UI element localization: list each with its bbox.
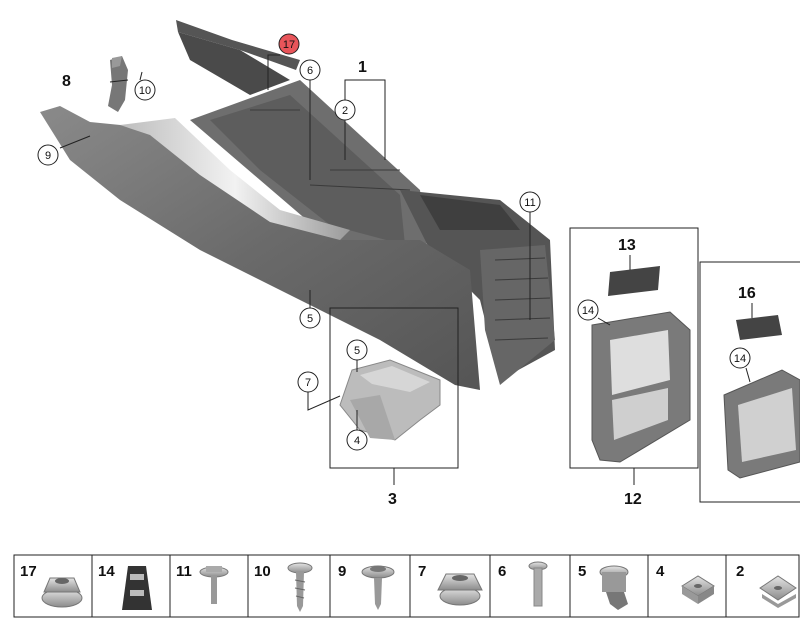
strip-cell-4[interactable]: 4 [656, 563, 715, 604]
trim-panel-part-12 [591, 266, 691, 463]
callout-17-highlight [278, 33, 300, 55]
callout-1[interactable]: 1 [358, 59, 367, 76]
callout-10[interactable]: 10 [134, 79, 156, 101]
washer-screw-icon [361, 565, 395, 610]
svg-text:2: 2 [342, 105, 348, 117]
hex-nut-icon [437, 573, 483, 606]
strip-cell-9[interactable]: 9 [338, 563, 395, 610]
strip-cell-5[interactable]: 5 [578, 563, 629, 610]
svg-text:5: 5 [578, 563, 586, 580]
svg-text:3: 3 [388, 491, 397, 508]
callout-5-console[interactable]: 5 [299, 307, 321, 329]
callout-2[interactable]: 2 [334, 99, 356, 121]
leader-lines [59, 54, 753, 485]
svg-text:9: 9 [45, 150, 51, 162]
svg-text:4: 4 [656, 563, 665, 580]
svg-text:11: 11 [176, 563, 192, 580]
svg-text:17: 17 [20, 563, 37, 580]
svg-text:14: 14 [734, 353, 746, 365]
trim-panel-part-16 [723, 315, 800, 479]
expanding-nut-icon [599, 565, 629, 610]
bracket-part-8 [108, 56, 128, 112]
svg-text:14: 14 [98, 563, 115, 580]
svg-text:5: 5 [307, 313, 313, 325]
callout-12[interactable]: 12 [624, 491, 642, 508]
bolt-icon [528, 561, 548, 607]
callout-6[interactable]: 6 [299, 59, 321, 81]
svg-text:9: 9 [338, 563, 346, 580]
strip-cell-17[interactable]: 17 [20, 563, 83, 608]
svg-text:1: 1 [358, 59, 367, 76]
svg-text:5: 5 [354, 345, 360, 357]
flange-screw-icon [199, 566, 229, 604]
svg-text:13: 13 [618, 237, 636, 254]
square-nut-icon [681, 575, 715, 604]
callout-14-panel-16[interactable]: 14 [729, 347, 751, 369]
strip-cell-11[interactable]: 11 [176, 563, 229, 604]
strip-cell-7[interactable]: 7 [418, 563, 483, 606]
callout-8[interactable]: 8 [62, 73, 71, 90]
strip-cell-14[interactable]: 14 [98, 563, 152, 610]
callout-9[interactable]: 9 [37, 144, 59, 166]
spring-clip-icon [122, 566, 152, 610]
svg-text:8: 8 [62, 73, 71, 90]
group-box-16 [699, 261, 800, 503]
callout-13[interactable]: 13 [618, 237, 636, 254]
strip-cell-6[interactable]: 6 [498, 561, 548, 607]
flange-nut-icon [41, 577, 83, 608]
self-tapping-screw-icon [287, 562, 313, 612]
svg-text:14: 14 [582, 305, 594, 317]
svg-text:12: 12 [624, 491, 642, 508]
svg-text:16: 16 [738, 285, 756, 302]
carrier-part-3 [339, 359, 441, 441]
svg-text:10: 10 [139, 85, 151, 97]
callout-14-panel-12[interactable]: 14 [577, 299, 599, 321]
svg-text:4: 4 [354, 435, 360, 447]
callout-11[interactable]: 11 [519, 191, 541, 213]
svg-text:6: 6 [498, 563, 506, 580]
svg-text:6: 6 [307, 65, 313, 77]
callout-17[interactable]: 17 [278, 33, 300, 55]
callout-4[interactable]: 4 [346, 429, 368, 451]
svg-text:17: 17 [283, 39, 295, 51]
callout-7[interactable]: 7 [297, 371, 319, 393]
strip-cell-2[interactable]: 2 [736, 563, 797, 608]
strip-cell-10[interactable]: 10 [254, 562, 313, 612]
parts-strip: 17 14 11 10 [13, 554, 800, 618]
svg-text:7: 7 [418, 563, 426, 580]
svg-text:7: 7 [305, 377, 311, 389]
svg-text:10: 10 [254, 563, 271, 580]
sheet-metal-nut-icon [759, 575, 797, 608]
callout-16[interactable]: 16 [738, 285, 756, 302]
callout-3[interactable]: 3 [388, 491, 397, 508]
svg-text:2: 2 [736, 563, 744, 580]
callout-5-carrier[interactable]: 5 [346, 339, 368, 361]
svg-text:11: 11 [524, 197, 535, 209]
